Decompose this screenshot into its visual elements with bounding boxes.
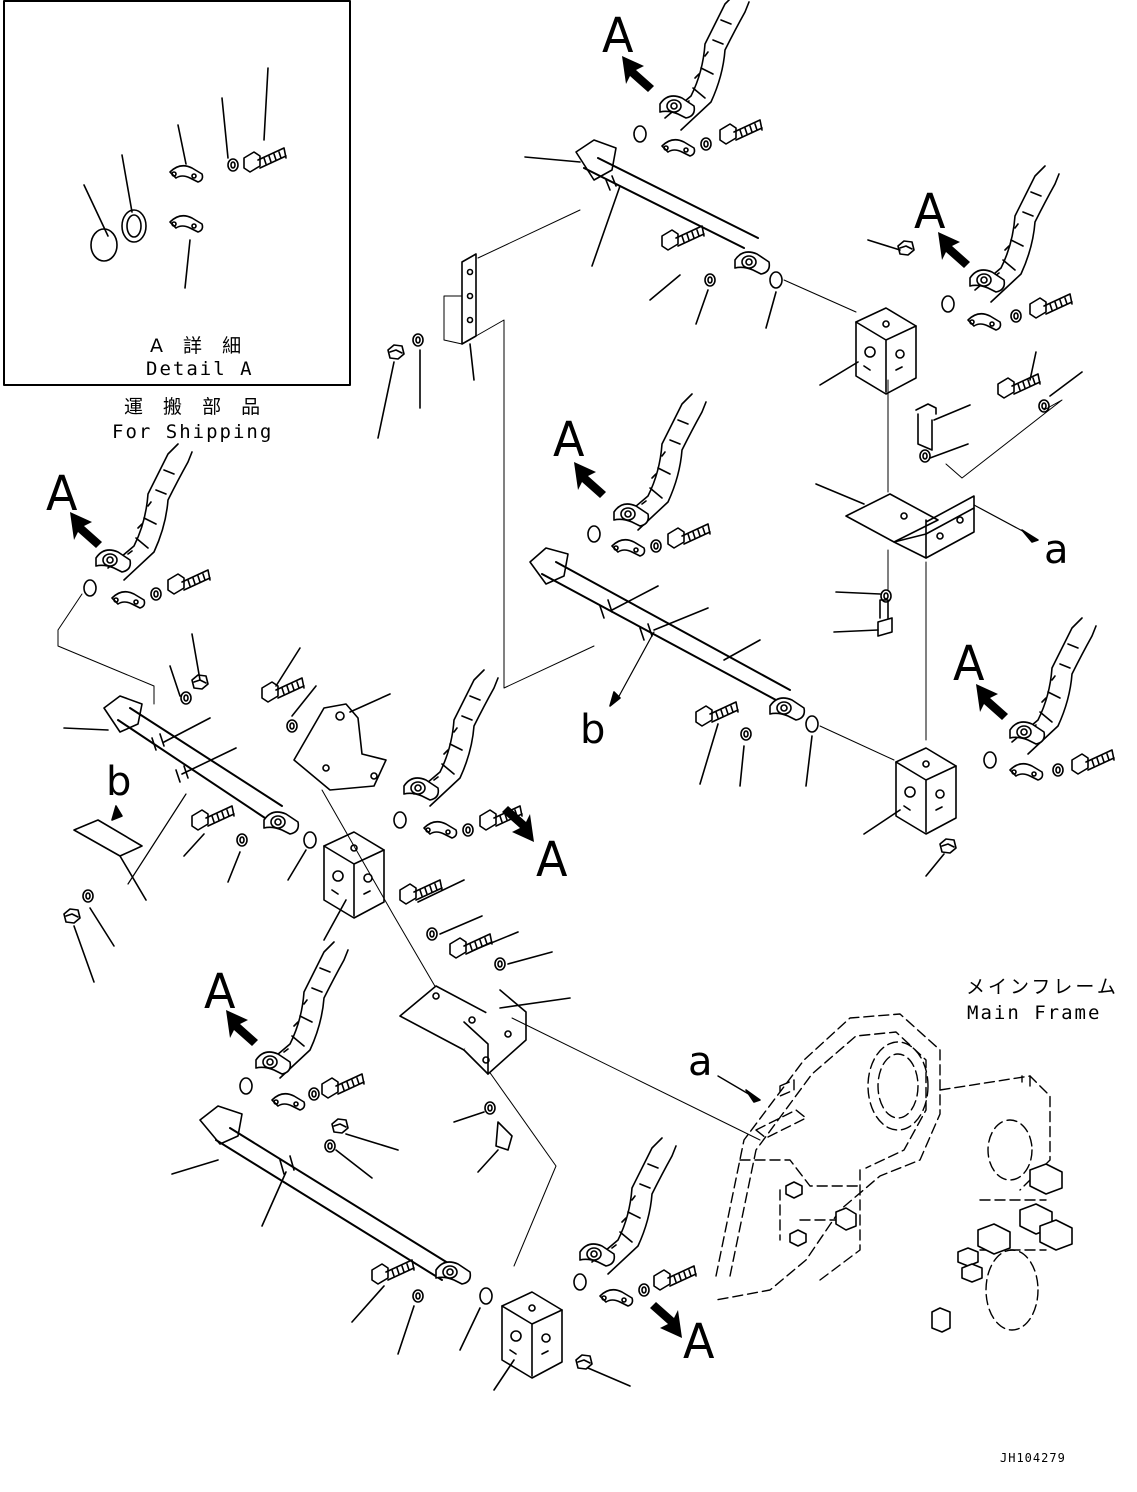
callout-a-top: A [602, 6, 634, 64]
callout-a-upper-right: A [914, 182, 946, 240]
plate-and-fasteners [377, 209, 595, 689]
main-frame-blocks [785, 1163, 1073, 1333]
callout-a-bottom-left: A [204, 962, 236, 1020]
assembly-bottom-left [171, 941, 631, 1391]
shipping-label-jp: 運 搬 部 品 [124, 396, 268, 418]
callout-a-middle: A [553, 410, 585, 468]
callout-a-left-middle: A [536, 830, 568, 888]
detail-a-parts [83, 67, 287, 289]
callout-a-left: A [46, 464, 78, 522]
callout-a-right: A [953, 634, 985, 692]
main-frame-label-en: Main Frame [967, 1002, 1102, 1024]
bracket-upper-right [815, 379, 1039, 741]
main-frame-label-jp: メインフレーム [966, 976, 1119, 998]
assembly-top [524, 0, 917, 395]
shipping-label-en: For Shipping [112, 421, 274, 443]
callout-b-middle: b [580, 707, 606, 753]
callout-b-left: b [106, 759, 132, 805]
assembly-left [57, 443, 385, 983]
detail-a-title-jp: A 詳 細 [150, 335, 249, 357]
detail-a-title-en: Detail A [146, 358, 254, 380]
drawing-id: JH104279 [1000, 1451, 1066, 1465]
assembly-middle-right [529, 393, 957, 877]
detail-a-frame [3, 0, 351, 386]
callout-small-a-right: a [1044, 527, 1069, 573]
pointer-a-arrow [717, 1075, 753, 1097]
assembly-bottom-hose [573, 1137, 697, 1339]
assembly-left-middle [261, 647, 557, 1267]
bracket-middle [399, 985, 761, 1173]
main-frame-outline [715, 1013, 1051, 1331]
assembly-right-hose [975, 617, 1115, 781]
callout-a-bottom: A [683, 1312, 715, 1370]
callout-small-a-frame: a [688, 1039, 713, 1085]
assembly-top-right-hose [937, 165, 1083, 479]
